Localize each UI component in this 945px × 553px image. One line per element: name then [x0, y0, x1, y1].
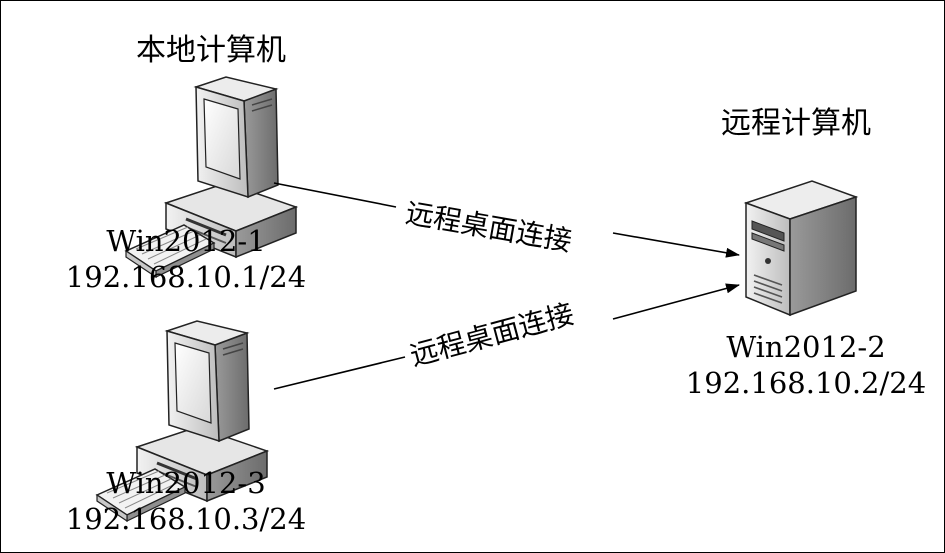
connection-arrow-1	[273, 182, 740, 258]
remote-group-title: 远程计算机	[721, 106, 871, 141]
server-hostname: Win2012-2	[726, 330, 886, 364]
pc1-hostname: Win2012-1	[106, 224, 266, 258]
local-group-title: 本地计算机	[136, 33, 286, 68]
server-ip-address: 192.168.10.2/24	[685, 366, 927, 400]
tower-server-icon	[745, 180, 857, 316]
pc1-ip-address: 192.168.10.1/24	[65, 260, 307, 294]
connection-arrow-2	[273, 283, 740, 390]
pc3-ip-address: 192.168.10.3/24	[65, 502, 307, 536]
pc3-hostname: Win2012-3	[106, 466, 266, 500]
